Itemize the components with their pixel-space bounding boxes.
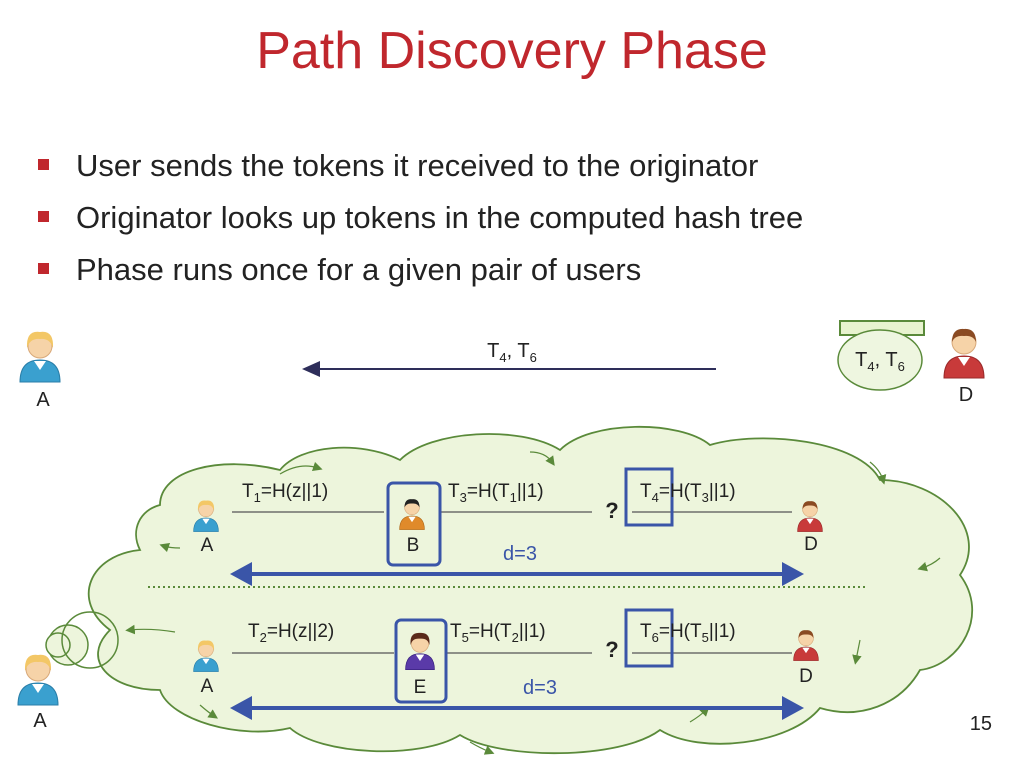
bubble-ellipse	[837, 329, 923, 391]
bubble-label: T4, T6	[855, 349, 905, 374]
bullet-marker	[38, 159, 49, 170]
cloud-arrow	[917, 557, 941, 572]
top-user-a: A	[19, 331, 61, 411]
cloud-arrow	[529, 451, 555, 466]
user-d-icon	[943, 328, 985, 379]
token-label: T1=H(z||1)	[242, 481, 328, 505]
top-message-label: T4, T6	[487, 340, 537, 365]
cloud-user-a: A	[17, 654, 59, 732]
token-label: T4=H(T3||1)	[640, 481, 736, 505]
user-a-icon	[19, 331, 61, 383]
highlight-box	[624, 608, 674, 668]
cloud-arrow	[199, 704, 218, 719]
token-label: T3=H(T1||1)	[448, 481, 544, 505]
cloud-shape	[87, 425, 974, 755]
cloud-arrow	[469, 741, 495, 755]
slide-title: Path Discovery Phase	[256, 22, 768, 80]
cloud-bubble	[61, 611, 119, 669]
cloud-arrow	[159, 542, 181, 553]
bullet-list: User sends the tokens it received to the…	[38, 140, 803, 296]
bullet-text: Phase runs once for a given pair of user…	[76, 252, 642, 287]
path1-user-d-label: D	[804, 534, 818, 555]
unknown-mark: ?	[605, 498, 618, 523]
top-user-d: D	[943, 328, 985, 406]
unknown-mark: ?	[605, 637, 618, 662]
social-cloud	[45, 425, 974, 755]
top-user-d-label: D	[959, 384, 973, 406]
bullet-item: Phase runs once for a given pair of user…	[38, 244, 803, 296]
bullet-text: Originator looks up tokens in the comput…	[76, 200, 804, 235]
bullet-item: User sends the tokens it received to the…	[38, 140, 803, 192]
highlight-box	[624, 467, 674, 527]
token-label: T5=H(T2||1)	[450, 621, 546, 645]
token-label: T6=H(T5||1)	[640, 621, 736, 645]
path1-user-b-label: B	[407, 535, 420, 556]
path2-user-d-label: D	[799, 666, 813, 687]
path1-user-a-label: A	[201, 535, 214, 556]
page-number: 15	[969, 713, 992, 735]
cloud-arrow	[869, 461, 887, 485]
cloud-arrow	[852, 639, 862, 665]
cloud-arrow	[125, 624, 176, 635]
cloud-user-a-label: A	[33, 710, 47, 732]
top-user-a-label: A	[36, 389, 50, 411]
distance-label: d=3	[523, 677, 557, 699]
path2-user-e-label: E	[414, 677, 427, 698]
cloud-bubble	[45, 632, 71, 658]
bullet-marker	[38, 211, 49, 222]
path-2: A E D T2=H(z||2) T5=H(T2||1) ? T6=H(T5||…	[193, 608, 819, 720]
token-label: T2=H(z||2)	[248, 621, 334, 645]
path2-user-a-label: A	[201, 676, 214, 697]
token-bubble: T4, T6	[837, 320, 925, 391]
bullet-text: User sends the tokens it received to the…	[76, 148, 759, 183]
path-1: A B D T1=H(z||1) T3=H(T1||1) ? T4=H(T3||…	[193, 467, 823, 586]
distance-label: d=3	[503, 543, 537, 565]
user-a-icon	[17, 654, 59, 706]
cloud-arrow	[279, 461, 323, 475]
bullet-marker	[38, 263, 49, 274]
bullet-item: Originator looks up tokens in the comput…	[38, 192, 803, 244]
